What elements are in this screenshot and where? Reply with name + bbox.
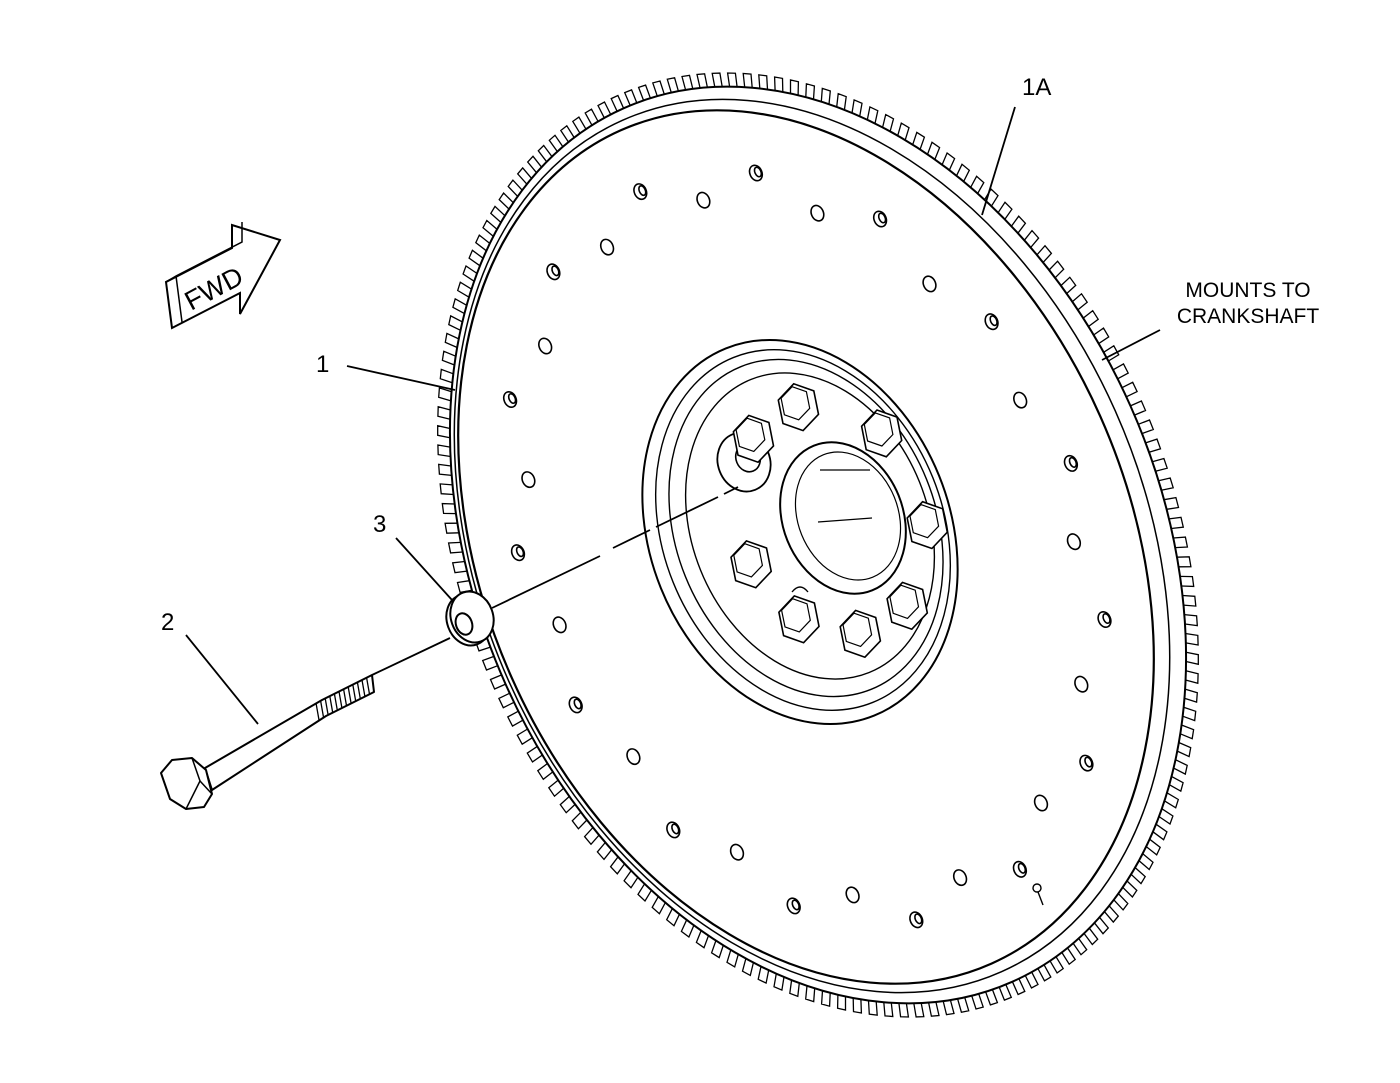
leader-lines xyxy=(185,106,1161,725)
face-hole-counterbore xyxy=(877,212,887,224)
crank-bolt-head xyxy=(906,500,949,550)
thread-line xyxy=(356,682,362,700)
face-hole-counterbore xyxy=(1068,456,1078,468)
face-hole xyxy=(1033,794,1049,812)
face-hole-counterbore xyxy=(507,392,517,405)
thread-line xyxy=(324,698,329,716)
crank-bolt-head xyxy=(886,581,929,631)
face-hole-counterbore xyxy=(638,185,647,197)
face-hole xyxy=(922,275,937,293)
face-hole xyxy=(552,616,567,634)
ring-gear-teeth xyxy=(437,72,1199,1018)
timing-mark xyxy=(1032,883,1044,906)
leader-1a xyxy=(981,106,1016,216)
face-hole-counterbore xyxy=(753,166,763,178)
face-hole xyxy=(696,191,711,209)
thread-line xyxy=(352,684,357,702)
thread-line xyxy=(315,702,320,721)
hub-ring-4 xyxy=(684,372,936,680)
face-hole-counterbore xyxy=(791,899,800,911)
crank-bolt-head xyxy=(778,594,820,644)
crankshaft-bolts xyxy=(730,382,949,659)
face-hole-counterbore xyxy=(671,823,680,835)
thread-line xyxy=(319,700,325,718)
thread-line xyxy=(361,679,366,698)
hub-bore xyxy=(779,441,907,595)
callout-1: 1 xyxy=(316,351,329,378)
face-hole-counterbore xyxy=(551,265,560,277)
leader-1 xyxy=(346,365,456,391)
face-hole xyxy=(729,843,745,861)
flywheel-hub xyxy=(641,339,959,725)
thread-line xyxy=(342,689,348,707)
bolt-head xyxy=(160,757,213,810)
flywheel-disc xyxy=(449,85,1187,1005)
face-hole-counterbore xyxy=(1102,612,1111,625)
face-hole-counterbore xyxy=(1017,862,1027,874)
face-hole xyxy=(1066,533,1082,551)
face-hole xyxy=(845,886,860,904)
face-hole xyxy=(521,471,536,489)
thread-line xyxy=(338,691,343,709)
face-holes xyxy=(502,164,1112,929)
hub-ring-2 xyxy=(654,349,952,711)
fwd-arrow: FWD xyxy=(164,222,282,330)
thread-line xyxy=(365,677,371,695)
crank-bolt-head xyxy=(860,409,903,458)
face-hole xyxy=(1013,391,1028,409)
hub-bore-inner xyxy=(794,451,902,581)
note-line-1: MOUNTS TO xyxy=(1185,279,1310,302)
face-hole xyxy=(952,869,968,887)
face-hole-counterbore xyxy=(573,698,582,710)
note-line-2: CRANKSHAFT xyxy=(1177,305,1320,328)
face-hole xyxy=(810,204,825,222)
gear-tooth-profile xyxy=(437,72,1199,1018)
bolt-threads xyxy=(315,677,371,721)
crank-bolt-head xyxy=(839,609,882,659)
crank-bolt-head xyxy=(730,539,773,589)
face-hole xyxy=(1074,675,1089,693)
thread-line xyxy=(329,695,334,714)
thread-line xyxy=(347,686,352,705)
hub-notch xyxy=(791,586,809,593)
bolt xyxy=(160,674,375,810)
leader-note xyxy=(1101,329,1161,361)
face-hole xyxy=(599,238,615,256)
assembly-centerline xyxy=(371,486,739,676)
face-hole-counterbore xyxy=(914,913,923,925)
callout-2: 2 xyxy=(161,609,174,636)
face-hole-counterbore xyxy=(1084,756,1093,768)
washer xyxy=(445,590,495,647)
callout-1a: 1A xyxy=(1022,74,1051,101)
face-hole xyxy=(538,337,553,355)
leader-3 xyxy=(395,537,453,601)
hub-ring-3 xyxy=(668,358,944,698)
flywheel-face-edge xyxy=(457,109,1155,985)
leader-2 xyxy=(185,634,259,725)
thread-line xyxy=(333,693,339,711)
crank-bolt-head xyxy=(732,414,775,464)
face-hole xyxy=(626,748,641,766)
crank-bolt-head xyxy=(777,382,820,432)
callout-3: 3 xyxy=(373,511,386,538)
face-hole-counterbore xyxy=(515,546,525,558)
face-hole-counterbore xyxy=(989,315,998,327)
hub-outer-ring xyxy=(641,339,959,725)
bore-keyway-line xyxy=(817,517,873,523)
